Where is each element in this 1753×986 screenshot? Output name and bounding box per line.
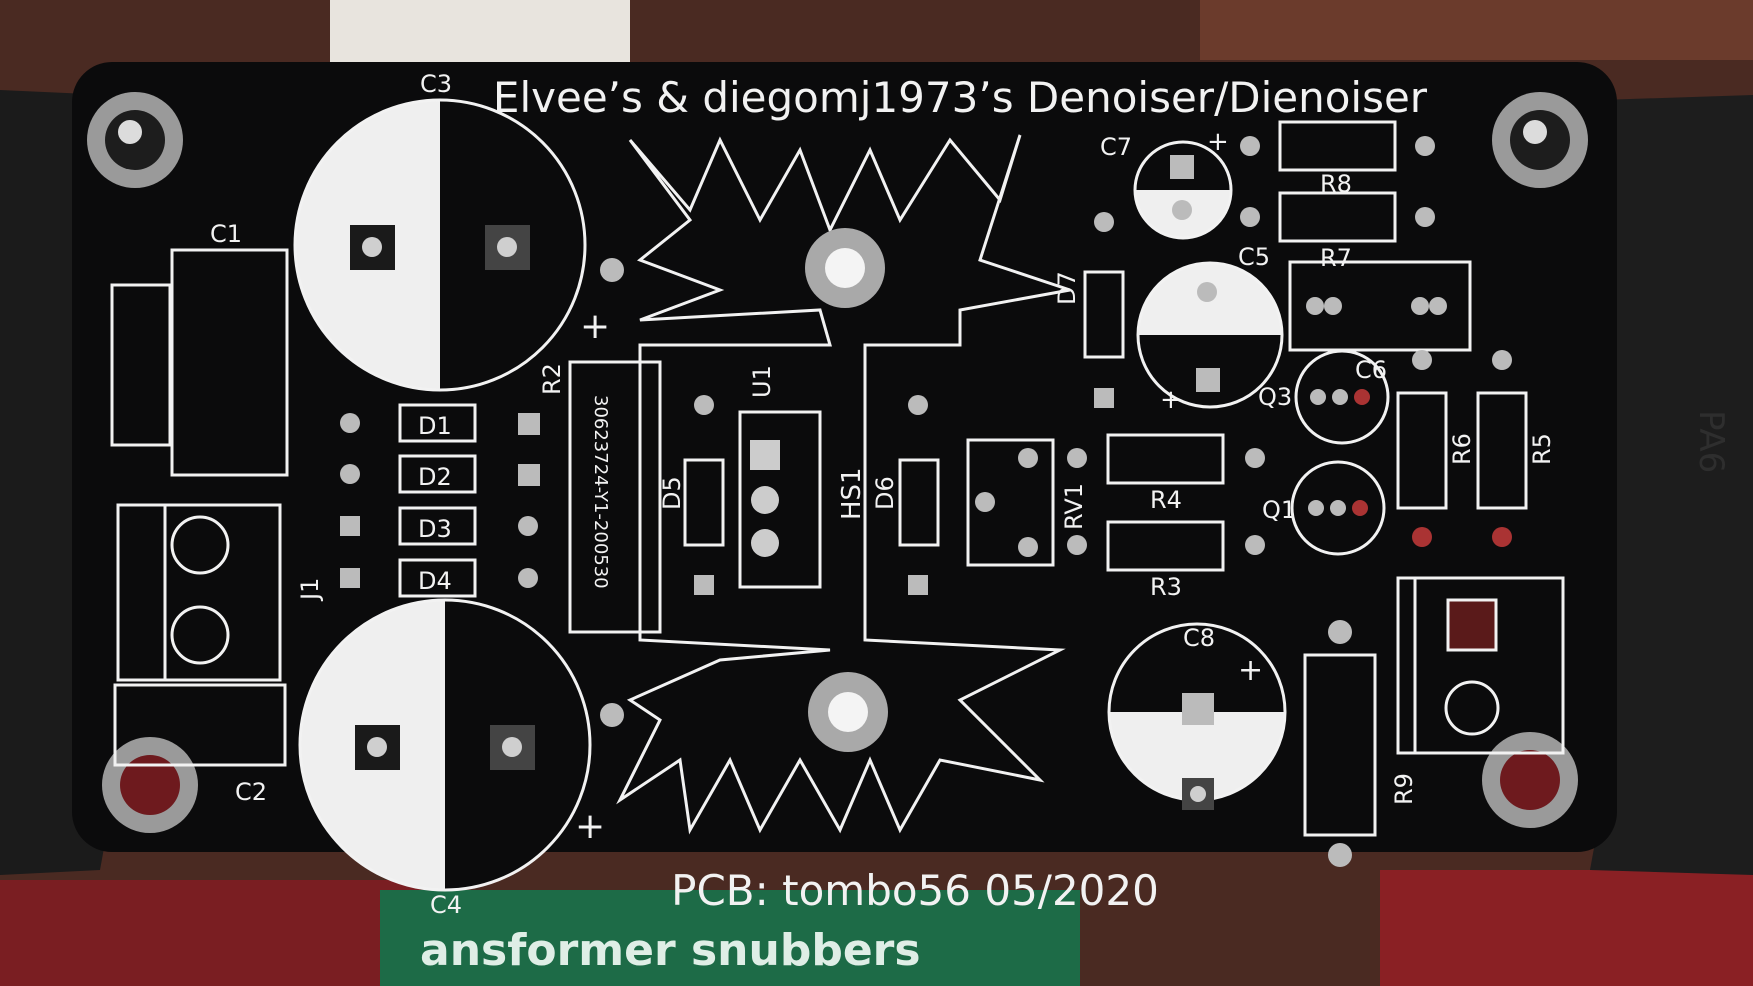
mounting-hole: [87, 92, 183, 188]
heatsink-outline: [616, 134, 1071, 835]
transistor-q1: [1290, 460, 1386, 556]
resistor-r2: [568, 258, 662, 727]
mounting-hole: [1482, 732, 1578, 828]
capacitor-c8: +: [1107, 622, 1287, 810]
label-r3: R3: [1150, 573, 1182, 601]
svg-text:+: +: [1207, 127, 1229, 157]
svg-text:+: +: [1238, 653, 1263, 688]
label-j1: J1: [296, 578, 324, 602]
svg-text:+: +: [580, 306, 610, 347]
diode-d2: [340, 454, 540, 494]
diode-d3: [340, 506, 538, 546]
capacitor-c1: [110, 248, 289, 477]
green-box-background: [380, 890, 1080, 986]
capacitor-c7: +: [1133, 127, 1233, 240]
label-d7: D7: [1053, 271, 1081, 305]
label-c3: C3: [420, 70, 452, 98]
label-q1: Q1: [1262, 496, 1296, 524]
diode-d6: [898, 395, 940, 595]
svg-text:+: +: [1160, 385, 1182, 415]
clip-marking: PA6: [1691, 410, 1731, 473]
capacitor-c3: +: [293, 98, 610, 392]
label-d1: D1: [418, 412, 452, 440]
label-r9: R9: [1390, 773, 1418, 805]
transistor-q3: [1294, 349, 1390, 445]
label-r6: R6: [1448, 433, 1476, 465]
mounting-hole: [102, 737, 198, 833]
resistor-r7: [1240, 191, 1435, 243]
label-u1: U1: [748, 365, 776, 398]
resistor-r4: [1067, 433, 1265, 485]
label-d3: D3: [418, 515, 452, 543]
label-c8: C8: [1183, 624, 1215, 652]
label-r2: R2: [538, 363, 566, 395]
resistor-r5: [1476, 350, 1528, 547]
red-box-background: [0, 880, 420, 986]
label-d4: D4: [418, 567, 452, 595]
diode-d4: [340, 558, 538, 598]
regulator-u1: [738, 410, 822, 589]
resistor-r9: [1303, 620, 1377, 867]
label-r7: R7: [1320, 244, 1352, 272]
board-credit: PCB: tombo56 05/2020: [671, 866, 1159, 915]
mounting-hole: [1492, 92, 1588, 188]
diode-d1: [340, 403, 540, 443]
label-r5: R5: [1528, 433, 1556, 465]
white-object-background: [330, 0, 630, 70]
label-q3: Q3: [1258, 383, 1292, 411]
resistor-r8: [1240, 120, 1435, 172]
label-d5: D5: [658, 476, 686, 510]
label-c7: C7: [1100, 133, 1132, 161]
label-hs1: HS1: [837, 467, 867, 520]
label-c4: C4: [430, 891, 462, 919]
right-rubber-foot: PA6: [1585, 95, 1753, 875]
capacitor-c5: +: [1136, 261, 1284, 415]
diode-d7: [1083, 212, 1125, 408]
svg-text:+: +: [575, 806, 605, 847]
diode-d5: [683, 395, 725, 595]
part-marking: 30623724-Y1-200530: [590, 395, 611, 589]
label-c2: C2: [235, 778, 267, 806]
trimmer-rv1: [966, 438, 1055, 567]
label-c1: C1: [210, 220, 242, 248]
heatsink-mount-hole: [828, 692, 868, 732]
white-object-background-right: [1200, 0, 1753, 60]
label-d6: D6: [871, 476, 899, 510]
green-box-text: ansformer snubbers: [420, 925, 921, 976]
output-connector: [1396, 576, 1565, 755]
capacitor-c4: +: [298, 598, 605, 892]
capacitor-c6: [1288, 260, 1472, 352]
board-title: Elvee’s & diegomj1973’s Denoiser/Dienois…: [493, 73, 1428, 122]
label-c5: C5: [1238, 243, 1270, 271]
connector-j1: [116, 503, 282, 682]
capacitor-c2: [113, 683, 287, 767]
label-d2: D2: [418, 463, 452, 491]
resistor-r3: [1067, 520, 1265, 572]
heatsink-mount-hole: [825, 248, 865, 288]
label-r4: R4: [1150, 486, 1182, 514]
resistor-r6: [1396, 350, 1448, 547]
label-rv1: RV1: [1060, 483, 1088, 530]
red-box-background-right: [1380, 870, 1753, 986]
